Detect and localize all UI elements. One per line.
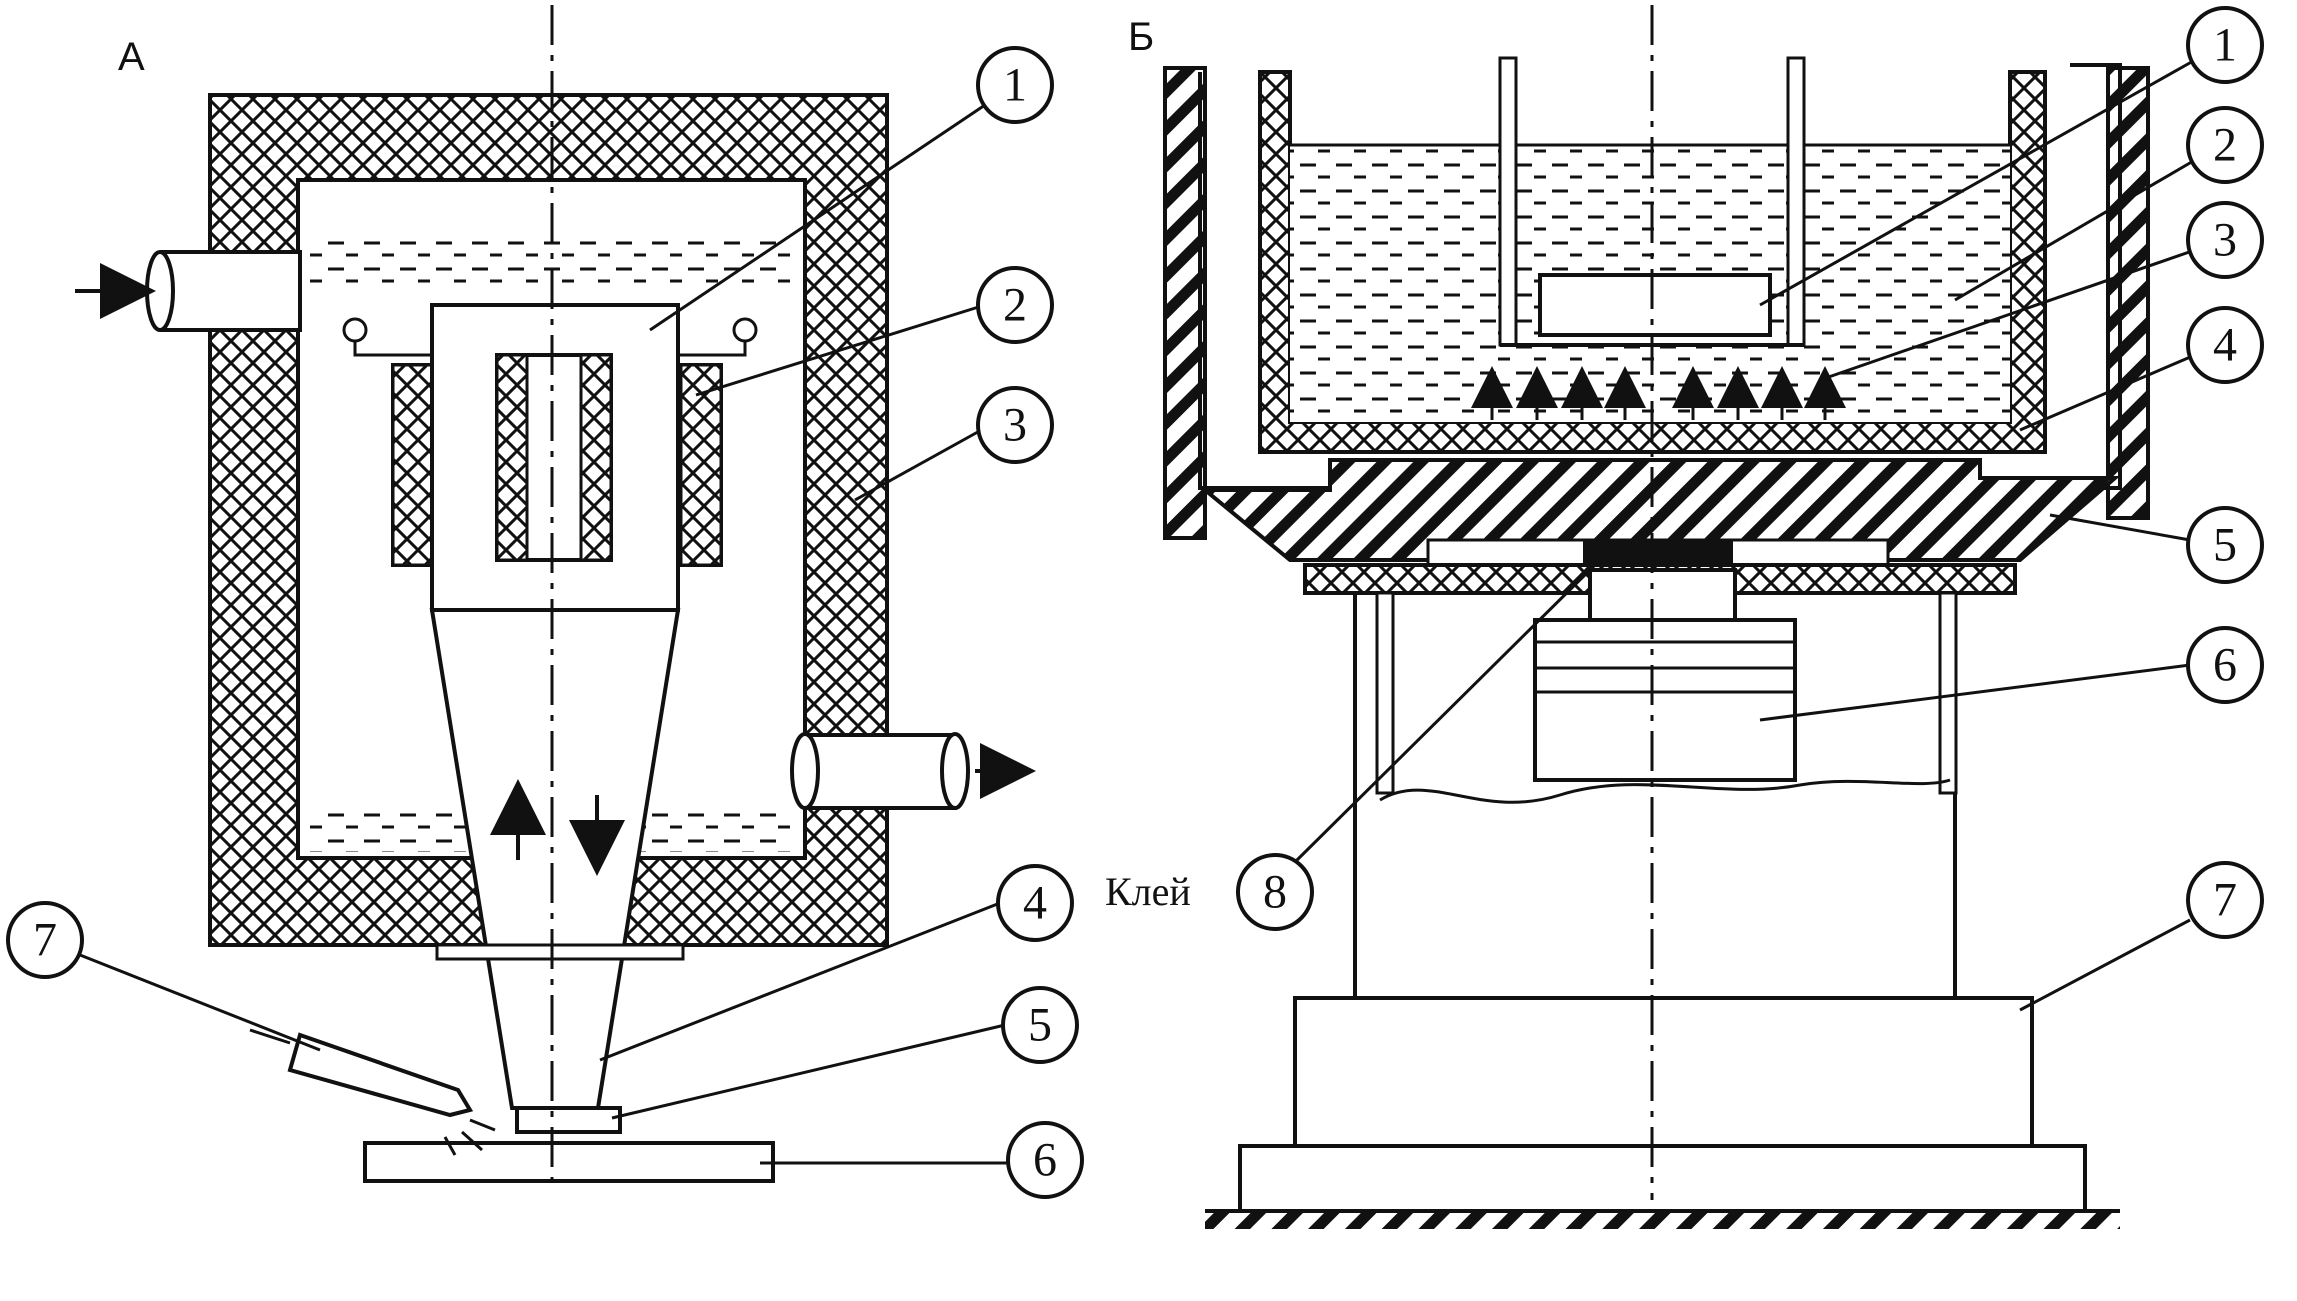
outer-wall-right xyxy=(2106,66,2150,520)
glue-label: Клей xyxy=(1105,869,1191,914)
svg-text:6: 6 xyxy=(1033,1134,1057,1187)
svg-text:7: 7 xyxy=(33,914,57,967)
svg-text:5: 5 xyxy=(1028,999,1052,1052)
svg-text:4: 4 xyxy=(2213,319,2237,372)
svg-text:2: 2 xyxy=(1003,279,1027,332)
workpiece xyxy=(515,1106,622,1134)
svg-text:1: 1 xyxy=(1003,59,1027,112)
press-column xyxy=(1353,568,1958,1000)
callout-b-1: 1 xyxy=(2186,6,2264,84)
inlet-pipe xyxy=(75,250,302,332)
callout-a-5: 5 xyxy=(1001,986,1079,1064)
svg-text:5: 5 xyxy=(2213,519,2237,572)
svg-text:6: 6 xyxy=(2213,639,2237,692)
callout-b-2: 2 xyxy=(2186,106,2264,184)
leader-lines-b xyxy=(1293,58,2196,1012)
callout-b-7: 7 xyxy=(2186,861,2264,939)
callout-b-5: 5 xyxy=(2186,506,2264,584)
callout-a-1: 1 xyxy=(976,46,1054,124)
callout-a-6: 6 xyxy=(1006,1121,1084,1199)
callout-a-2: 2 xyxy=(976,266,1054,344)
leader-lines xyxy=(79,103,1010,1165)
press-base xyxy=(1293,996,2034,1148)
callout-b-4: 4 xyxy=(2186,306,2264,384)
panel-a: А xyxy=(6,5,1084,1199)
spray-nozzle xyxy=(249,1028,496,1156)
svg-text:4: 4 xyxy=(1023,877,1047,930)
svg-text:8: 8 xyxy=(1263,866,1287,919)
svg-text:3: 3 xyxy=(1003,399,1027,452)
press-foundation xyxy=(1238,1144,2087,1213)
callout-a-4: 4 xyxy=(996,864,1074,942)
svg-text:7: 7 xyxy=(2213,874,2237,927)
callout-b-3: 3 xyxy=(2186,201,2264,279)
panel-b-label: Б xyxy=(1128,15,1154,59)
svg-text:1: 1 xyxy=(2213,19,2237,72)
callout-b-6: 6 xyxy=(2186,626,2264,704)
callout-b-8: 8 xyxy=(1236,853,1314,931)
work-table xyxy=(363,1141,775,1183)
ground-hatch xyxy=(1205,1211,2120,1229)
callout-a-7: 7 xyxy=(6,901,84,979)
outlet-pipe xyxy=(790,732,1036,810)
svg-text:3: 3 xyxy=(2213,214,2237,267)
electron-gun xyxy=(342,303,758,1110)
panel-a-label: А xyxy=(118,35,145,79)
panel-b: Б xyxy=(1105,5,2264,1229)
flow-arrows xyxy=(1471,366,1846,420)
callout-a-3: 3 xyxy=(976,386,1054,464)
svg-text:2: 2 xyxy=(2213,119,2237,172)
